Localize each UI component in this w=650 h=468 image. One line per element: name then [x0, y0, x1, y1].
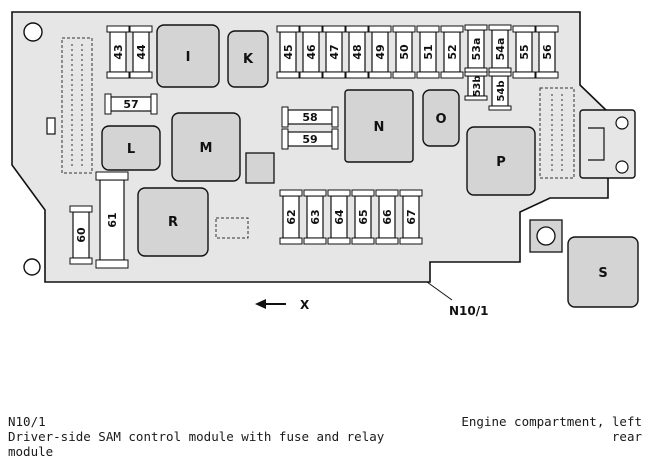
fuse-51-label: 51 — [422, 44, 435, 59]
callout-n10-1: N10/1 — [426, 281, 488, 318]
fuse-53b-label: 53b — [472, 75, 483, 96]
right-connector — [539, 87, 575, 179]
fuse-66[interactable]: 66 — [375, 189, 399, 245]
fuse-43[interactable]: 43 — [106, 25, 130, 79]
relay-R[interactable]: R — [137, 187, 209, 257]
relay-S-label: S — [598, 266, 607, 281]
relay-K[interactable]: K — [227, 30, 269, 88]
fuse-60-label: 60 — [75, 227, 88, 243]
fuse-58-label: 58 — [302, 111, 317, 124]
fuse-67[interactable]: 67 — [399, 189, 423, 245]
relay-S[interactable]: S — [567, 236, 639, 308]
fuse-58[interactable]: 58 — [281, 106, 339, 128]
relay-L-label: L — [127, 142, 135, 157]
small-socket — [215, 217, 249, 239]
mounting-hole-top-left — [23, 22, 43, 42]
fuse-54a[interactable]: 54a — [488, 24, 512, 74]
fuse-57-label: 57 — [123, 98, 138, 111]
fuse-46-label: 46 — [305, 44, 318, 60]
fuse-47[interactable]: 47 — [322, 25, 346, 79]
caption-location-line2: rear — [611, 429, 642, 444]
fuse-53a[interactable]: 53a — [464, 24, 488, 74]
relay-P-label: P — [496, 155, 506, 170]
fuse-59[interactable]: 59 — [281, 128, 339, 150]
fuse-65[interactable]: 65 — [351, 189, 375, 245]
fuse-61[interactable]: 61 — [95, 171, 129, 269]
fuse-46[interactable]: 46 — [299, 25, 323, 79]
fuse-53b[interactable]: 53b — [464, 71, 488, 101]
fuse-63[interactable]: 63 — [303, 189, 327, 245]
fuse-48[interactable]: 48 — [345, 25, 369, 79]
relay-I[interactable]: I — [156, 24, 220, 88]
relay-P[interactable]: P — [466, 126, 536, 196]
fuse-57[interactable]: 57 — [104, 93, 158, 115]
fuse-44-label: 44 — [135, 44, 148, 60]
fuse-62[interactable]: 62 — [279, 189, 303, 245]
fuse-55[interactable]: 55 — [512, 25, 536, 79]
fuse-55-label: 55 — [518, 44, 531, 59]
bracket-hole-bottom — [615, 160, 629, 174]
caption-right: Engine compartment, left rear — [412, 414, 642, 444]
fuse-61-label: 61 — [106, 212, 119, 227]
fuse-48-label: 48 — [351, 44, 364, 59]
fuse-49-label: 49 — [374, 44, 387, 59]
callout-label: N10/1 — [449, 304, 488, 318]
left-connector — [61, 37, 93, 174]
fuse-63-label: 63 — [309, 209, 322, 224]
fuse-44[interactable]: 44 — [129, 25, 153, 79]
fuse-60[interactable]: 60 — [69, 205, 93, 265]
fuse-45-label: 45 — [282, 44, 295, 59]
relay-N[interactable]: N — [344, 89, 414, 163]
relay-K-label: K — [243, 52, 254, 67]
fuse-box-diagram: 43 44 45 46 47 48 49 50 51 — [11, 11, 639, 318]
caption-description-line2: module — [8, 444, 54, 459]
fuse-66-label: 66 — [381, 209, 394, 225]
fuse-50[interactable]: 50 — [392, 25, 416, 79]
fuse-50-label: 50 — [398, 44, 411, 60]
fuse-65-label: 65 — [357, 209, 370, 224]
fuse-49[interactable]: 49 — [368, 25, 392, 79]
relay-I-label: I — [186, 50, 191, 65]
blank-block — [245, 152, 275, 184]
relay-N-label: N — [374, 120, 385, 135]
relay-M[interactable]: M — [171, 112, 241, 182]
fuse-54a-label: 54a — [494, 38, 507, 61]
fuse-45[interactable]: 45 — [276, 25, 300, 79]
fuse-54b-label: 54b — [496, 80, 507, 101]
left-side-clip — [46, 117, 56, 135]
fuse-47-label: 47 — [328, 44, 341, 59]
caption-code: N10/1 — [8, 414, 46, 429]
fuse-67-label: 67 — [405, 209, 418, 224]
caption-location-line1: Engine compartment, left — [461, 414, 642, 429]
relay-M-label: M — [200, 141, 213, 156]
bracket-slot — [588, 127, 605, 161]
fuse-54b[interactable]: 54b — [488, 71, 512, 111]
fuse-56[interactable]: 56 — [535, 25, 559, 79]
fuse-51[interactable]: 51 — [416, 25, 440, 79]
caption-description-line1: Driver-side SAM control module with fuse… — [8, 429, 385, 444]
direction-arrow: X — [255, 298, 310, 312]
relay-L[interactable]: L — [101, 125, 161, 171]
relay-O[interactable]: O — [422, 89, 460, 147]
fuse-52[interactable]: 52 — [440, 25, 464, 79]
fuse-59-label: 59 — [302, 133, 317, 146]
caption-left: N10/1 Driver-side SAM control module wit… — [8, 414, 408, 459]
fuse-64[interactable]: 64 — [327, 189, 351, 245]
ground-terminal-screw — [536, 226, 556, 246]
fuse-64-label: 64 — [333, 209, 346, 225]
fuse-56-label: 56 — [541, 44, 554, 60]
bracket-hole-top — [615, 116, 629, 130]
relay-R-label: R — [168, 215, 178, 230]
fuse-43-label: 43 — [112, 44, 125, 59]
relay-O-label: O — [435, 112, 446, 127]
fuse-62-label: 62 — [285, 209, 298, 224]
fuse-52-label: 52 — [446, 44, 459, 59]
direction-label: X — [300, 298, 310, 312]
fuse-53a-label: 53a — [470, 38, 483, 61]
mounting-hole-bottom-left — [23, 258, 41, 276]
